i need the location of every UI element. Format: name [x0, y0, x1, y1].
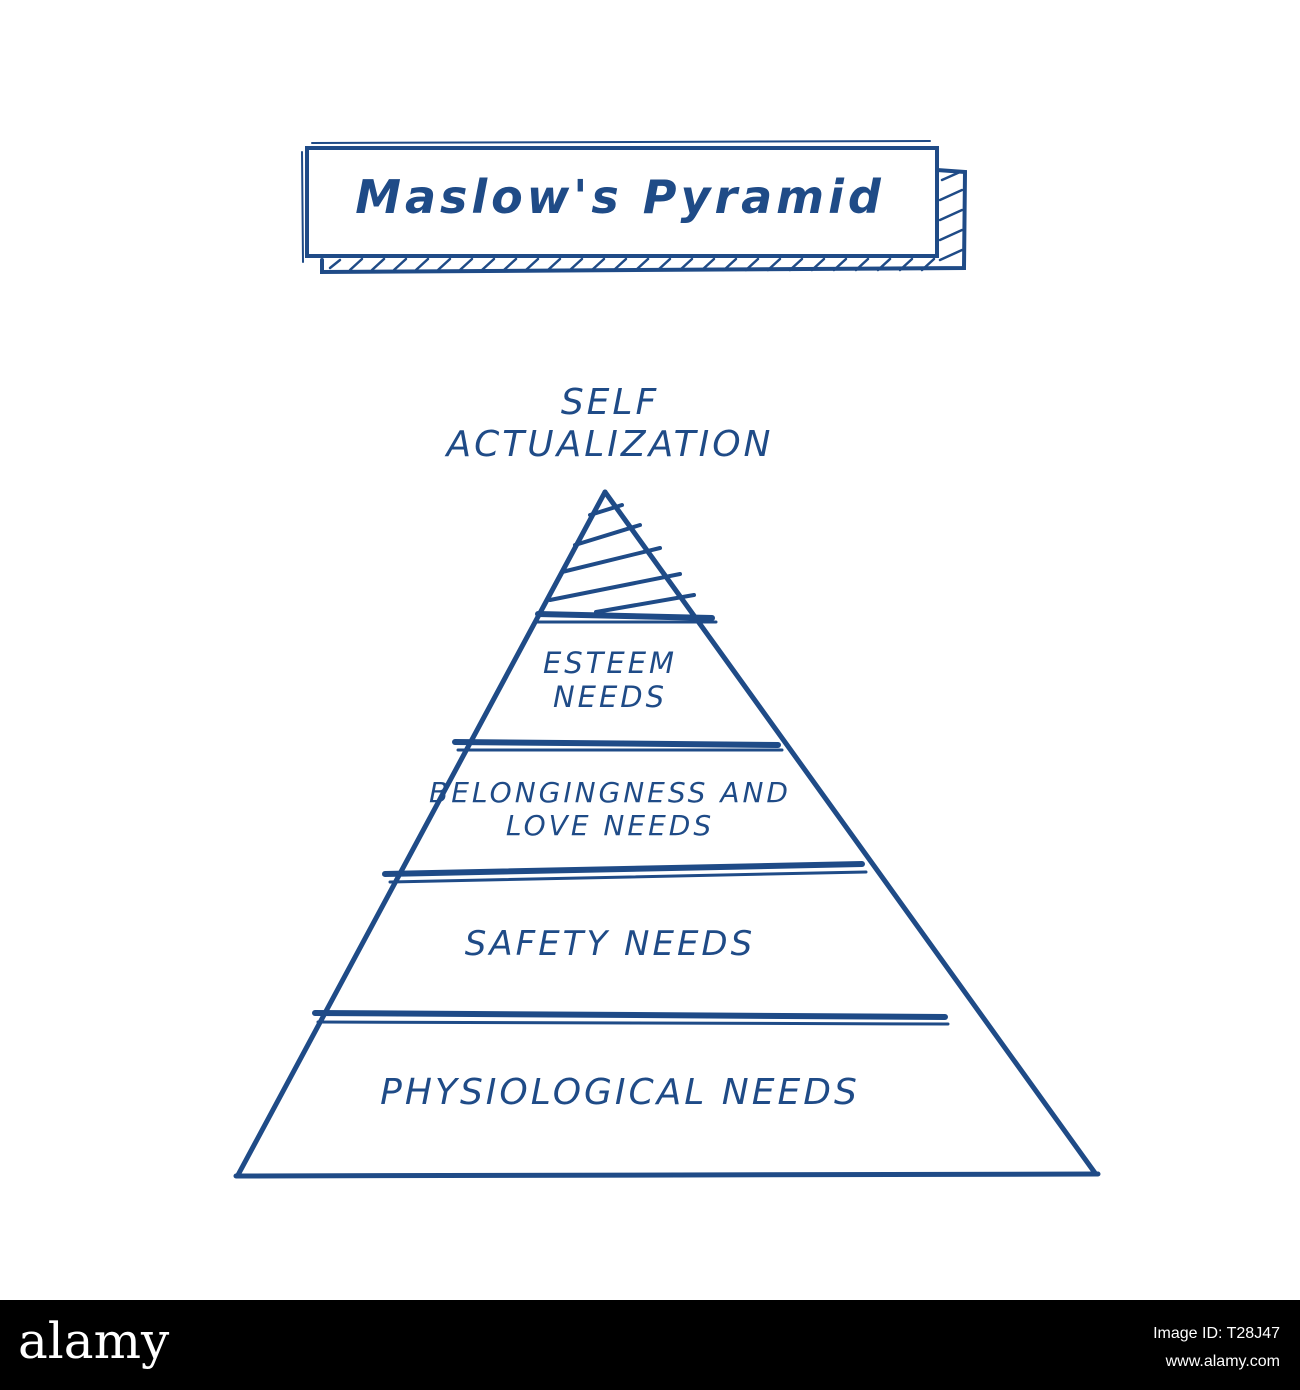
level-label-esteem: Esteem Needs	[542, 646, 678, 715]
footer-info: Image ID: T28J47 www.alamy.com	[1153, 1320, 1280, 1376]
website: www.alamy.com	[1165, 1353, 1280, 1370]
watermark-footer: alamy Image ID: T28J47 www.alamy.com	[0, 1300, 1300, 1390]
title-box	[301, 140, 968, 275]
title-shadow-hatching	[328, 170, 964, 272]
pyramid-drawing	[233, 140, 1101, 1179]
level-label-safety: Safety Needs	[464, 924, 756, 964]
level-label-belongingness: Belongingness and Love Needs	[429, 776, 791, 843]
apex-hatching	[548, 503, 696, 614]
brand-logo: alamy	[18, 1312, 170, 1370]
level-label-self-actualization: Self Actualization	[446, 382, 774, 466]
pyramid	[233, 489, 1101, 1179]
level-label-physiological: Physiological Needs	[380, 1072, 860, 1113]
image-id: Image ID: T28J47	[1153, 1325, 1280, 1342]
diagram-canvas: Maslow's Pyramid Self Actualization Este…	[233, 140, 1101, 1179]
diagram-title: Maslow's Pyramid	[355, 170, 885, 224]
